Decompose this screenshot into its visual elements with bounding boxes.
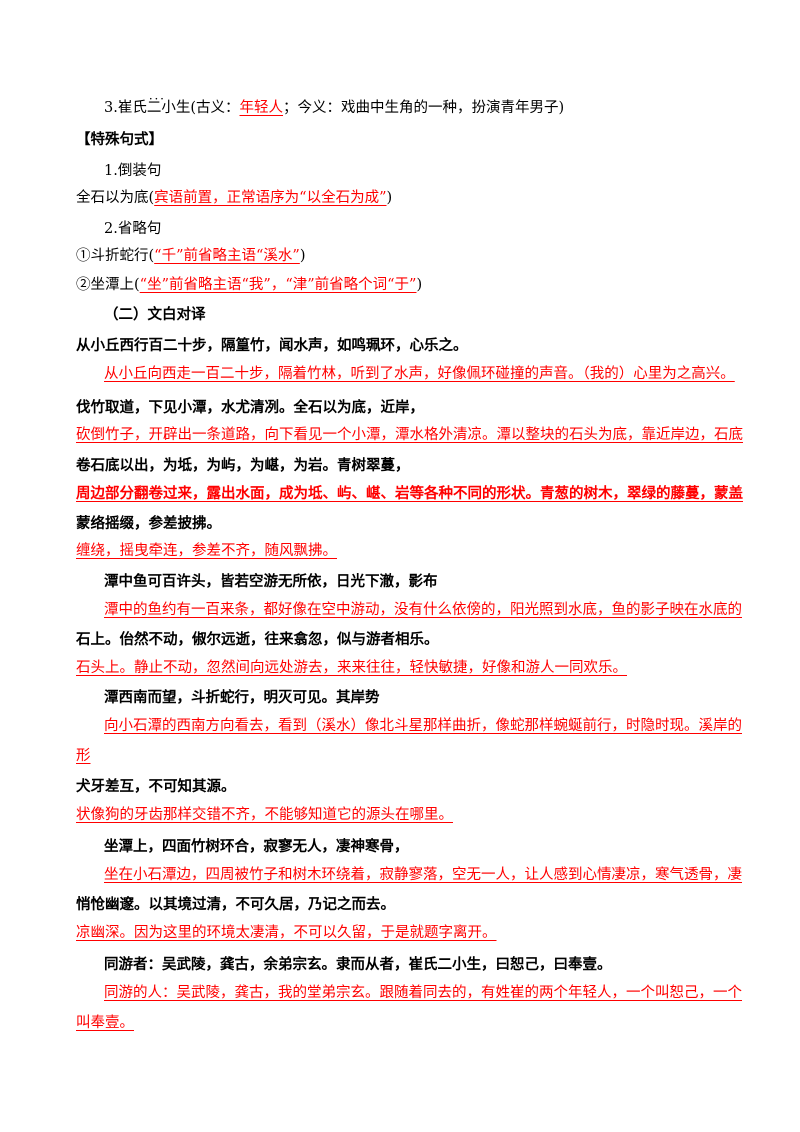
translation-line: 形 (76, 748, 91, 764)
special-s1-title: 1.倒装句 (104, 163, 162, 179)
translation-line: 凉幽深。因为这里的环境太凄清，不可以久留，于是就题字离开。 (76, 925, 497, 941)
special-s2b-note: “坐”前省略主语“我”，“津”前省略个词“于” (139, 277, 417, 293)
translation-line: 向小石潭的西南方向看去，看到（溪水）像北斗星那样曲折，像蛇那样蜿蜒前行，时隐时现… (104, 718, 742, 734)
special-s2a-src: ①斗折蛇行( (76, 248, 155, 264)
special-heading: 【特殊句式】 (76, 131, 163, 148)
translation-line: 周边部分翻卷过来，露出水面，成为坻、屿、嵁、岩等各种不同的形状。青葱的树木，翠绿… (76, 485, 743, 502)
translation-line: 从小丘西行百二十步，隔篁竹，闻水声，如鸣珮环，心乐之。 (76, 337, 468, 354)
translation-line: 卷石底以出，为坻，为屿，为嵁，为岩。青树翠蔓， (76, 457, 410, 474)
translation-line: 蒙络摇缀，参差披拂。 (76, 515, 221, 532)
translation-line: 石上。佁然不动，俶尔远逝，往来翕忽，似与游者相乐。 (76, 631, 439, 648)
translation-line: 坐在小石潭边，四周被竹子和树木环绕着，寂静寥落，空无一人，让人感到心情凄凉，寒气… (104, 867, 742, 883)
special-s2a-end: ) (299, 248, 306, 264)
special-s2-title: 2.省略句 (104, 221, 162, 237)
special-s2b-example: ②坐潭上(“坐”前省略主语“我”，“津”前省略个词“于”) (76, 275, 422, 295)
vocab-item-3-jin: ；今义：戏曲中生角的一种，扮演青年男子) (283, 100, 565, 116)
translation-line: 坐潭上，四面竹树环合，寂寥无人，凄神寒骨， (104, 838, 409, 855)
special-s2b-src: ②坐潭上( (76, 277, 140, 293)
translation-line: 潭西南而望，斗折蛇行，明灭可见。其岸势 (104, 689, 380, 706)
translation-line: 伐竹取道，下见小潭，水尤清冽。全石以为底，近岸， (76, 399, 424, 416)
vocab-item-3-gu-answer: 年轻人 (239, 100, 284, 116)
special-s2b-end: ) (416, 277, 423, 293)
translation-line: 犬牙差互，不可知其源。 (76, 778, 236, 795)
vocab-item-3-word-b: 二小生 (147, 100, 191, 116)
translation-line: 潭中鱼可百许头，皆若空游无所依，日光下澈，影布 (104, 573, 438, 590)
translation-line: 潭中的鱼约有一百来条，都好像在空中游动，没有什么依傍的，阳光照到水底，鱼的影子映… (104, 602, 742, 618)
translation-line: 叫奉壹。 (76, 1015, 134, 1031)
translation-line: 同游的人：吴武陵，龚古，我的堂弟宗玄。跟随着同去的，有姓崔的两个年轻人，一个叫恕… (104, 985, 742, 1001)
translation-heading: （二）文白对译 (104, 306, 206, 323)
translation-line: 同游者：吴武陵，龚古，余弟宗玄。隶而从者，崔氏二小生，曰恕己，曰奉壹。 (104, 956, 612, 973)
vocab-item-3-gu-label: (古义： (190, 100, 240, 116)
translation-line: 砍倒竹子，开辟出一条道路，向下看见一个小潭，潭水格外清凉。潭以整块的石头为底，靠… (76, 427, 743, 443)
vocab-item-3-number: 3. (104, 100, 118, 116)
vocab-item-3-word-a: 崔氏 (117, 100, 147, 116)
special-s1-src: 全石以为底( (76, 190, 155, 206)
translation-line: 状像狗的牙齿那样交错不齐，不能够知道它的源头在哪里。 (76, 807, 453, 823)
special-s2a-example: ①斗折蛇行(“千”前省略主语“溪水”) (76, 246, 306, 266)
special-s1-example: 全石以为底(宾语前置，正常语序为“以全石为成”) (76, 188, 392, 208)
special-s1-note: 宾语前置，正常语序为“以全石为成” (154, 190, 387, 206)
special-s2a-note: “千”前省略主语“溪水” (154, 248, 300, 264)
translation-line: 悄怆幽邃。以其境过清，不可久居，乃记之而去。 (76, 896, 395, 913)
translation-line: 从小丘向西走一百二十步，隔着竹林，听到了水声，好像佩环碰撞的声音。（我的）心里为… (104, 366, 735, 382)
vocab-item-3: 3.崔氏二小生(古义：年轻人；今义：戏曲中生角的一种，扮演青年男子) (104, 98, 564, 118)
translation-line: 石头上。静止不动，忽然间向远处游去，来来往往，轻快敏捷，好像和游人一同欢乐。 (76, 660, 627, 676)
translation-line: 缠绕，摇曳牵连，参差不齐，随风飘拂。 (76, 543, 337, 559)
special-s1-end: ) (386, 190, 393, 206)
